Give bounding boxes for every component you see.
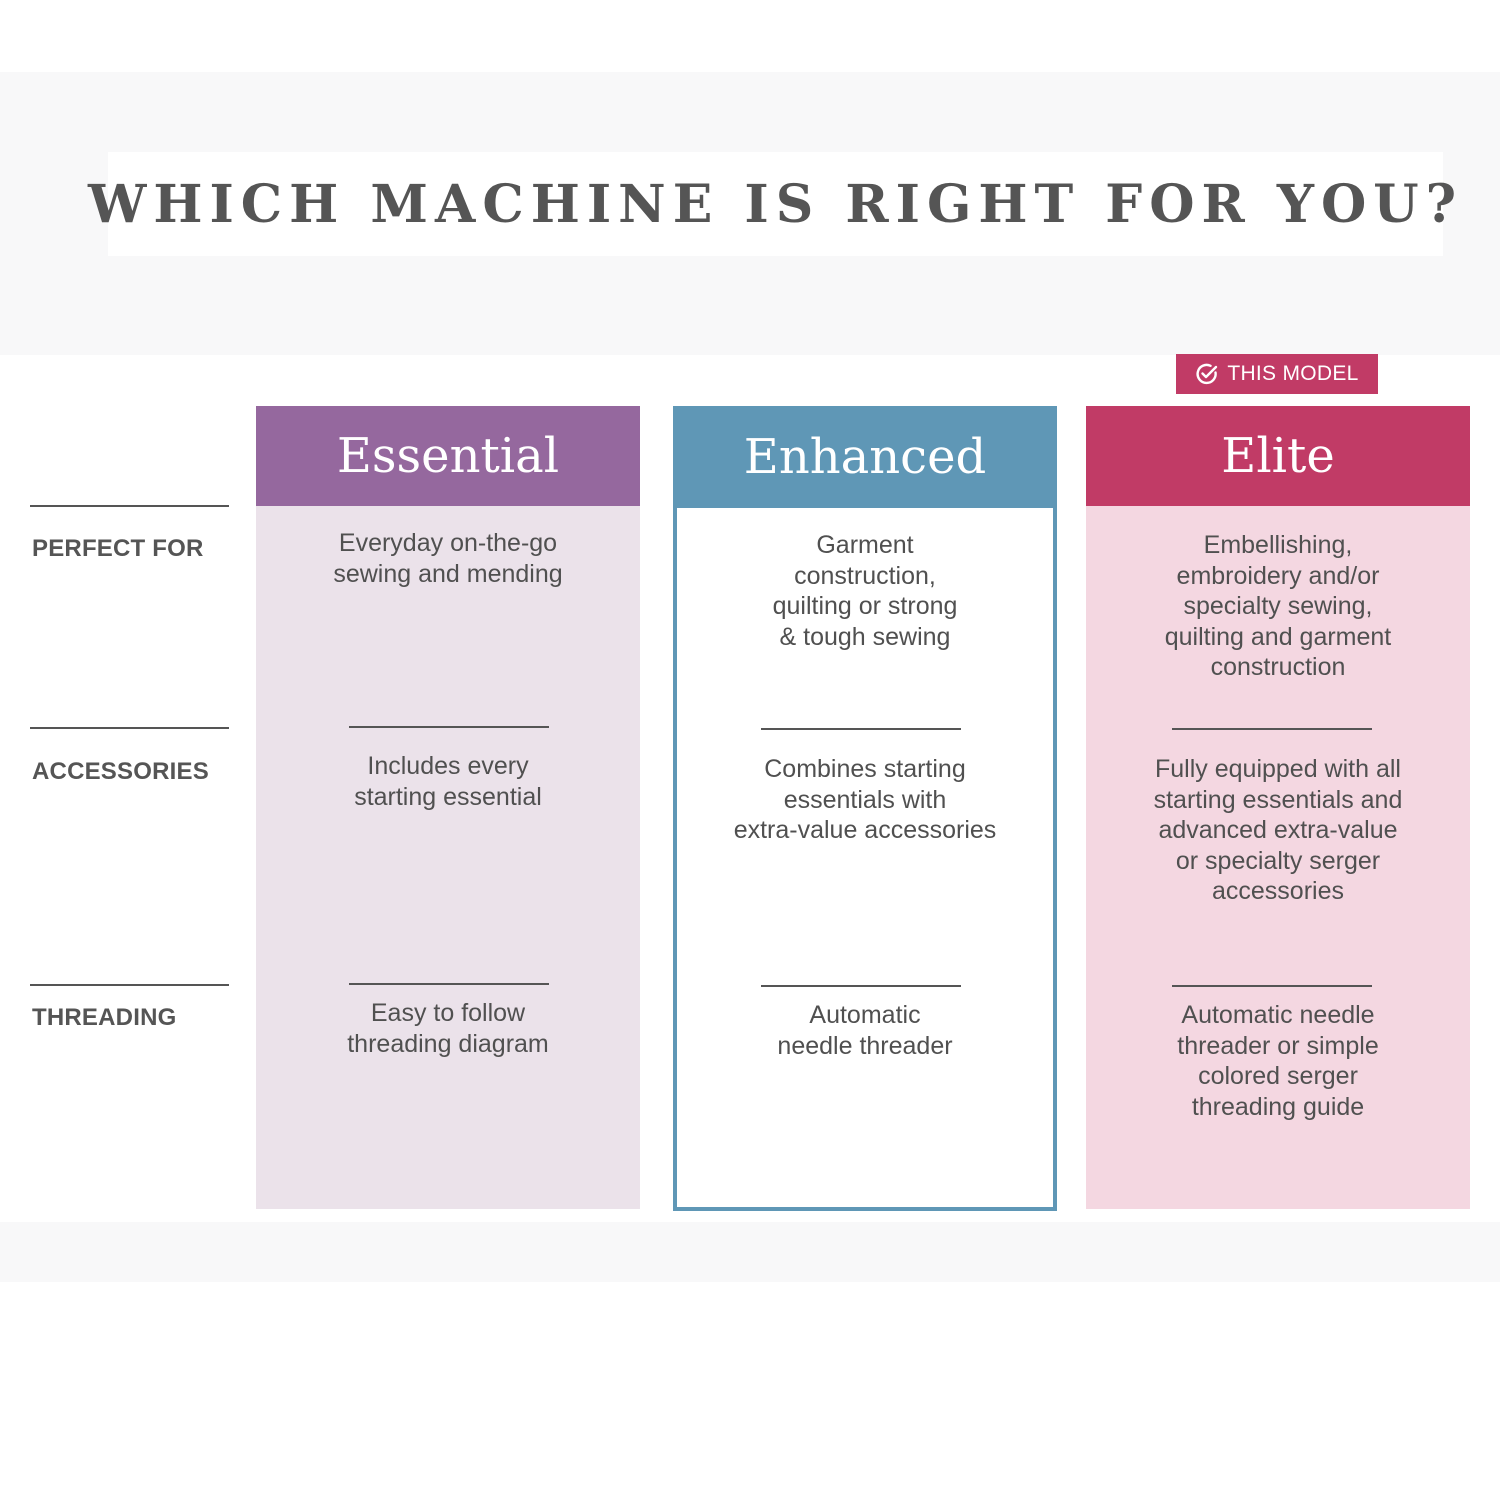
text-line: embroidery and/or <box>1176 561 1380 590</box>
text-line: threader or simple <box>1177 1031 1379 1060</box>
cell-divider <box>761 985 961 987</box>
cell-elite-accessories: Fully equipped with all starting essenti… <box>1086 754 1470 907</box>
text-line: & tough sewing <box>779 622 951 651</box>
text-line: essentials with <box>783 785 947 814</box>
text-line: quilting and garment <box>1164 622 1392 651</box>
cell-divider <box>349 983 549 985</box>
text-line: accessories <box>1212 877 1344 905</box>
text-line: advanced extra-value <box>1158 816 1398 844</box>
text-line: Combines starting <box>764 755 966 783</box>
text-line: or specialty serger <box>1175 846 1381 875</box>
column-header-enhanced: Enhanced <box>673 406 1057 508</box>
cell-enhanced-threading: Automatic needle threader <box>677 1000 1053 1061</box>
text-line: threading guide <box>1191 1092 1365 1121</box>
cell-essential-perfect-for: Everyday on-the-go sewing and mending <box>256 528 640 589</box>
text-line: construction, <box>794 561 936 590</box>
cell-divider <box>349 726 549 728</box>
check-circle-icon <box>1196 363 1218 385</box>
cell-elite-perfect-for: Embellishing, embroidery and/or specialt… <box>1086 530 1470 683</box>
text-line: Fully equipped with all <box>1155 755 1401 783</box>
column-header-elite: Elite <box>1086 406 1470 506</box>
text-line: Garment <box>816 531 914 559</box>
text-line: sewing and mending <box>333 559 563 588</box>
cell-enhanced-perfect-for: Garment construction, quilting or strong… <box>677 530 1053 652</box>
cell-essential-threading: Easy to follow threading diagram <box>256 998 640 1059</box>
row-label-threading: THREADING <box>32 1004 177 1031</box>
text-line: colored serger <box>1198 1062 1358 1090</box>
column-header-essential: Essential <box>256 406 640 506</box>
text-line: construction <box>1210 653 1346 681</box>
text-line: Embellishing, <box>1203 531 1353 559</box>
text-line: extra-value accessories <box>733 816 997 844</box>
text-line: starting essentials and <box>1153 785 1403 814</box>
column-elite: Elite Embellishing, embroidery and/or sp… <box>1086 406 1470 1209</box>
text-line: Automatic <box>809 1001 921 1029</box>
text-line: Easy to follow <box>370 999 526 1027</box>
row-divider-threading <box>30 984 229 986</box>
row-divider-perfect-for <box>30 505 229 507</box>
badge-label: THIS MODEL <box>1227 362 1359 385</box>
cell-divider <box>761 728 961 730</box>
column-essential: Essential Everyday on-the-go sewing and … <box>256 406 640 1209</box>
text-line: Automatic needle <box>1181 1001 1375 1029</box>
row-divider-accessories <box>30 727 229 729</box>
cell-enhanced-accessories: Combines starting essentials with extra-… <box>677 754 1053 846</box>
text-line: Includes every <box>367 752 529 780</box>
cell-elite-threading: Automatic needle threader or simple colo… <box>1086 1000 1470 1122</box>
text-line: Everyday on-the-go <box>338 529 558 557</box>
text-line: threading diagram <box>347 1029 549 1058</box>
page-title: WHICH MACHINE IS RIGHT FOR YOU? <box>87 173 1464 235</box>
cell-essential-accessories: Includes every starting essential <box>256 751 640 812</box>
text-line: quilting or strong <box>772 592 958 620</box>
cell-divider <box>1172 985 1372 987</box>
column-enhanced: Enhanced Garment construction, quilting … <box>673 406 1057 1211</box>
text-line: needle threader <box>777 1031 953 1060</box>
row-label-perfect-for: PERFECT FOR <box>32 535 204 562</box>
cell-divider <box>1172 728 1372 730</box>
title-box <box>108 152 1443 256</box>
text-line: starting essential <box>354 782 542 811</box>
row-label-accessories: ACCESSORIES <box>32 758 209 785</box>
this-model-badge: THIS MODEL <box>1176 354 1378 394</box>
text-line: specialty sewing, <box>1183 592 1373 620</box>
